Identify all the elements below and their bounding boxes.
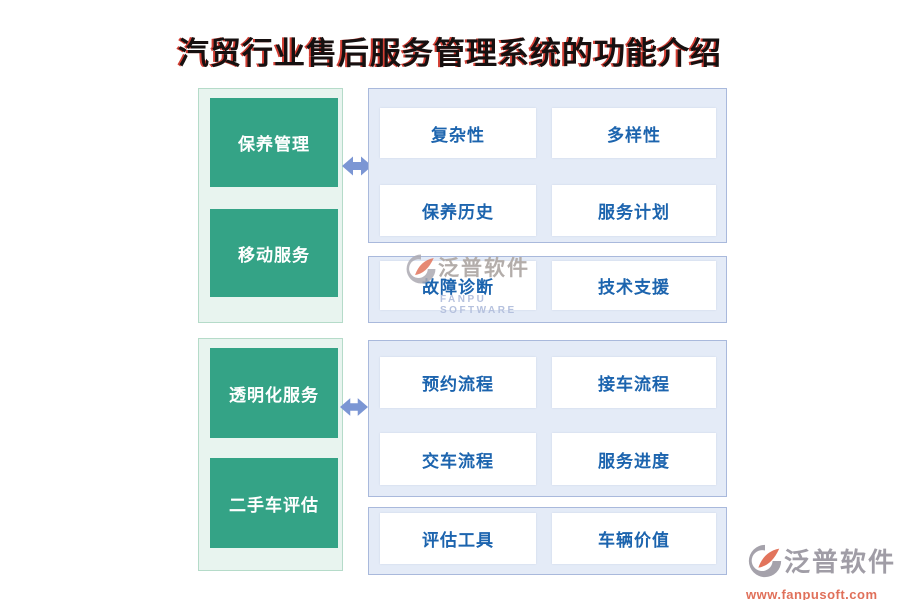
feature-label: 技术支援 (598, 278, 670, 297)
feature-box-complexity: 复杂性 (380, 108, 536, 158)
feature-label: 评估工具 (422, 531, 494, 550)
feature-box-technical-support: 技术支援 (552, 261, 716, 310)
module-label: 二手车评估 (229, 495, 319, 515)
feature-label: 接车流程 (598, 375, 670, 394)
feature-label: 故障诊断 (422, 278, 494, 297)
module-box-mobile-service: 移动服务 (210, 209, 338, 297)
watermark-corner: 泛普软件 www.fanpusoft.com (746, 542, 896, 600)
module-label: 透明化服务 (229, 385, 319, 405)
feature-box-car-receiving-process: 接车流程 (552, 357, 716, 408)
feature-box-maintenance-history: 保养历史 (380, 185, 536, 236)
page-title: 汽贸行业售后服务管理系统的功能介绍 (178, 36, 722, 71)
double-arrow-icon (342, 155, 372, 177)
watermark-brand: 泛普软件 (784, 548, 897, 577)
feature-box-service-progress: 服务进度 (552, 433, 716, 485)
module-label: 保养管理 (238, 135, 310, 154)
feature-box-appointment-process: 预约流程 (380, 357, 536, 408)
feature-box-evaluation-tools: 评估工具 (380, 513, 536, 564)
module-box-transparent-service: 透明化服务 (210, 348, 338, 438)
feature-label: 交车流程 (422, 451, 494, 471)
feature-label: 复杂性 (431, 125, 485, 145)
feature-label: 多样性 (607, 125, 661, 145)
double-arrow-icon (340, 396, 368, 418)
feature-box-vehicle-value: 车辆价值 (552, 513, 716, 564)
module-box-used-car-evaluation: 二手车评估 (210, 458, 338, 548)
fanpu-logo-icon (746, 542, 784, 585)
feature-label: 保养历史 (422, 203, 494, 222)
watermark-url: www.fanpusoft.com (746, 587, 878, 600)
module-label: 移动服务 (238, 245, 310, 265)
feature-label: 服务计划 (598, 203, 670, 222)
feature-label: 服务进度 (598, 451, 670, 471)
feature-box-car-delivery-process: 交车流程 (380, 433, 536, 485)
feature-label: 车辆价值 (598, 531, 670, 550)
module-box-maintenance: 保养管理 (210, 98, 338, 187)
feature-box-diversity: 多样性 (552, 108, 716, 158)
feature-label: 预约流程 (422, 375, 494, 394)
feature-box-fault-diagnosis: 故障诊断 (380, 261, 536, 310)
feature-box-service-plan: 服务计划 (552, 185, 716, 236)
